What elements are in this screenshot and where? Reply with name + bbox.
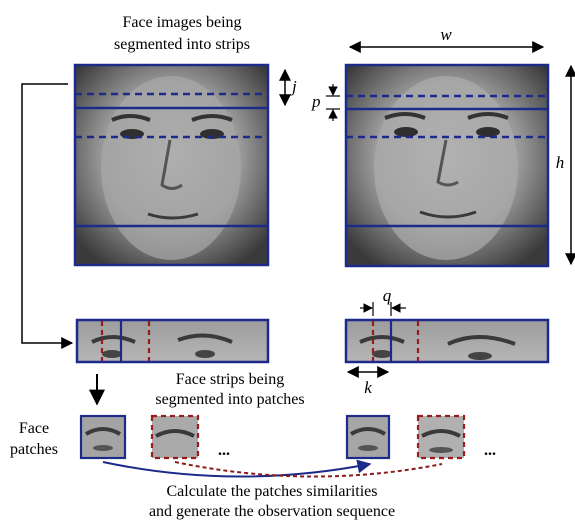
left-face-frame (73, 63, 270, 267)
q-marker (360, 302, 406, 316)
patch-right-1 (345, 414, 391, 460)
symbol-j: j (290, 77, 297, 96)
right-face-image (346, 65, 548, 266)
p-marker (326, 84, 340, 121)
ellipsis-right: ... (484, 442, 496, 459)
right-face-strip (346, 320, 548, 362)
symbol-k: k (364, 378, 372, 397)
face-to-strip-connector (21, 83, 74, 349)
patch-left-2 (150, 414, 200, 460)
face-patches-label-line1: Face (19, 420, 49, 437)
symbol-p: p (311, 92, 321, 111)
similarity-arc-dashed (174, 461, 443, 478)
caption-strips-line2: segmented into strips (114, 36, 250, 53)
caption-similarity-line1: Calculate the patches similarities (166, 483, 377, 500)
caption-patches-line1: Face strips being (176, 371, 284, 388)
caption-patches-line2: segmented into patches (155, 391, 304, 408)
symbol-q: q (383, 286, 392, 305)
left-face-strip (77, 320, 268, 362)
caption-similarity-line2: and generate the observation sequence (149, 503, 395, 520)
right-strip-frame (344, 318, 550, 364)
ellipsis-left: ... (218, 442, 230, 459)
similarity-arc-solid (102, 459, 372, 478)
left-strip-frame (75, 318, 270, 364)
patch-left-1 (79, 414, 127, 460)
symbol-h: h (556, 153, 565, 172)
left-face-image (75, 65, 268, 265)
symbol-w: w (440, 25, 452, 44)
right-face-frame (344, 63, 550, 268)
face-patches-label-line2: patches (10, 441, 58, 458)
patch-right-2 (416, 414, 466, 460)
caption-strips-line1: Face images being (122, 14, 241, 31)
